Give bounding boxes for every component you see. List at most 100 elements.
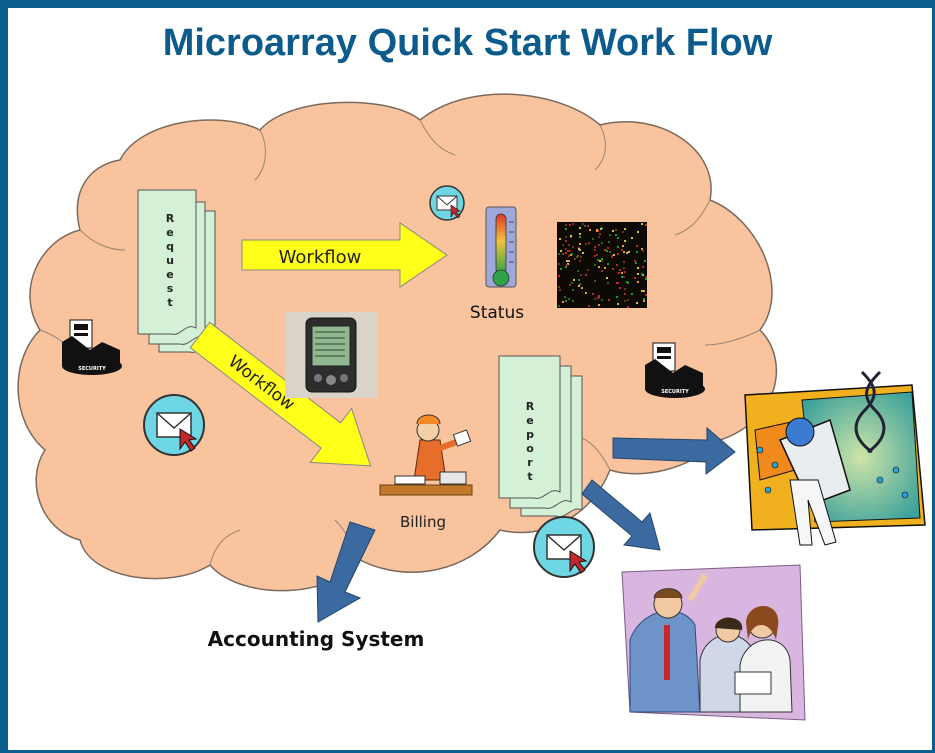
microarray-spot (622, 245, 624, 247)
microarray-spot (645, 294, 647, 296)
microarray-spot (622, 231, 624, 233)
microarray-spot (634, 260, 636, 262)
microarray-spot (627, 299, 629, 301)
microarray-spot (558, 305, 560, 307)
microarray-spot (565, 252, 567, 254)
pda-device-icon (285, 312, 378, 398)
microarray-spot (578, 279, 580, 281)
microarray-spot (565, 300, 567, 302)
microarray-spot (572, 300, 574, 302)
microarray-spot (565, 240, 567, 242)
process-cloud (17, 93, 778, 592)
microarray-spot (645, 278, 647, 280)
microarray-image (557, 222, 647, 308)
microarray-spot (617, 246, 619, 248)
request-letter: e (166, 226, 173, 239)
researcher-dna-clipart (744, 370, 926, 546)
accounting-system-label: Accounting System (208, 627, 425, 651)
microarray-spot (616, 296, 618, 298)
microarray-spot (579, 283, 581, 285)
microarray-spot (608, 299, 610, 301)
microarray-spot (568, 244, 570, 246)
microarray-spot (594, 280, 596, 282)
microarray-spot (642, 266, 644, 268)
microarray-spot (584, 225, 586, 227)
microarray-spot (643, 298, 645, 300)
microarray-spot (621, 276, 623, 278)
microarray-spot (588, 305, 590, 307)
microarray-spot (611, 255, 613, 257)
microarray-spot (558, 275, 560, 277)
request-letter: s (167, 282, 174, 295)
microarray-spot (558, 286, 560, 288)
microarray-spot (628, 251, 630, 253)
microarray-spot (558, 253, 560, 255)
microarray-spot (637, 281, 639, 283)
microarray-spot (594, 264, 596, 266)
microarray-spot (574, 258, 576, 260)
status-label: Status (470, 303, 524, 323)
email-icon (143, 394, 205, 456)
microarray-spot (564, 296, 566, 298)
microarray-spot (626, 281, 628, 283)
microarray-spot (559, 289, 561, 291)
microarray-spot (615, 229, 617, 231)
microarray-spot (579, 236, 581, 238)
microarray-spot (641, 273, 643, 275)
report-document-stack: R e p o r t (498, 355, 583, 518)
microarray-spot (573, 279, 575, 281)
microarray-spot (579, 260, 581, 262)
microarray-spot (579, 233, 581, 235)
microarray-spot (570, 235, 572, 237)
microarray-spot (598, 304, 600, 306)
microarray-spot (572, 223, 574, 225)
microarray-spot (594, 249, 596, 251)
request-letter: u (166, 254, 174, 267)
microarray-spot (558, 263, 560, 265)
microarray-spot (645, 224, 647, 226)
microarray-spot (567, 250, 569, 252)
microarray-spot (597, 297, 599, 299)
security-text: SECURITY (78, 366, 106, 372)
microarray-spot (631, 293, 633, 295)
microarray-spot (617, 253, 619, 255)
email-icon (429, 185, 465, 221)
scientists-clipart (621, 564, 806, 721)
microarray-spot (609, 251, 611, 253)
microarray-spot (607, 247, 609, 249)
microarray-spot (604, 249, 606, 251)
microarray-spot (562, 253, 564, 255)
microarray-spot (608, 241, 610, 243)
blue-arrow-to-accounting (316, 521, 376, 623)
microarray-spot (585, 243, 587, 245)
microarray-spot (582, 223, 584, 225)
microarray-spot (599, 260, 601, 262)
microarray-spot (616, 282, 618, 284)
microarray-spot (617, 237, 619, 239)
microarray-spot (565, 266, 567, 268)
security-icon: SECURITY (62, 319, 122, 375)
microarray-spot (641, 248, 643, 250)
microarray-spot (601, 258, 603, 260)
report-letter: t (527, 470, 532, 483)
microarray-spot (624, 288, 626, 290)
microarray-spot (642, 250, 644, 252)
microarray-spot (568, 260, 570, 262)
microarray-spot (589, 229, 591, 231)
microarray-spot (623, 261, 625, 263)
microarray-spot (636, 251, 638, 253)
microarray-spot (627, 306, 629, 308)
microarray-spot (569, 284, 571, 286)
microarray-spot (636, 245, 638, 247)
microarray-spot (624, 300, 626, 302)
microarray-spot (596, 254, 598, 256)
microarray-spot (565, 224, 567, 226)
microarray-spot (644, 260, 646, 262)
microarray-spot (618, 272, 620, 274)
microarray-spot (562, 244, 564, 246)
microarray-spot (623, 276, 625, 278)
microarray-spot (612, 230, 614, 232)
microarray-spot (637, 231, 639, 233)
microarray-spot (598, 236, 600, 238)
